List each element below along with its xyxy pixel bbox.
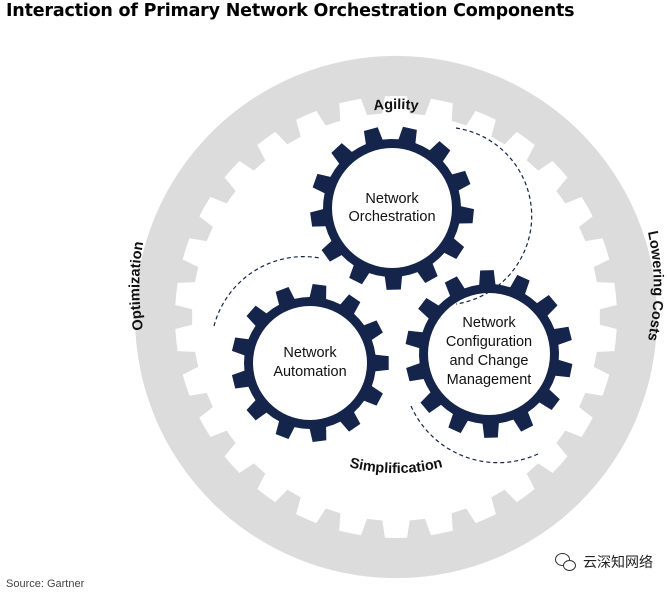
chat-bubbles-icon bbox=[555, 552, 577, 572]
gear-network-automation: Network Automation bbox=[231, 284, 389, 442]
gear-automation-line1: Network bbox=[283, 345, 337, 361]
gear-orchestration-line2: Orchestration bbox=[348, 209, 435, 225]
gear-orchestration-line1: Network bbox=[365, 191, 419, 207]
diagram-title: Interaction of Primary Network Orchestra… bbox=[6, 1, 575, 21]
gear-configuration-line3: and Change bbox=[449, 353, 528, 369]
watermark: 云深知网络 bbox=[555, 552, 653, 572]
ring-label-bottom: Simplification bbox=[348, 455, 444, 477]
dashed-arc-automation bbox=[213, 256, 321, 327]
ring-label-top: Agility bbox=[373, 97, 420, 114]
gear-network-orchestration: Network Orchestration bbox=[310, 126, 474, 290]
gear-configuration-line1: Network bbox=[462, 315, 516, 331]
source-note: Source: Gartner bbox=[6, 578, 85, 590]
gear-network-configuration: Network Configuration and Change Managem… bbox=[405, 270, 573, 438]
gear-automation-shape bbox=[231, 284, 389, 442]
ring-label-right: Lowering Costs bbox=[644, 230, 666, 343]
dashed-arc-orchestration bbox=[455, 127, 533, 305]
outer-gear-ring bbox=[134, 55, 657, 579]
watermark-text: 云深知网络 bbox=[583, 555, 653, 571]
gear-configuration-line2: Configuration bbox=[446, 334, 532, 350]
gear-configuration-line4: Management bbox=[447, 372, 532, 388]
gear-automation-line2: Automation bbox=[273, 364, 346, 380]
